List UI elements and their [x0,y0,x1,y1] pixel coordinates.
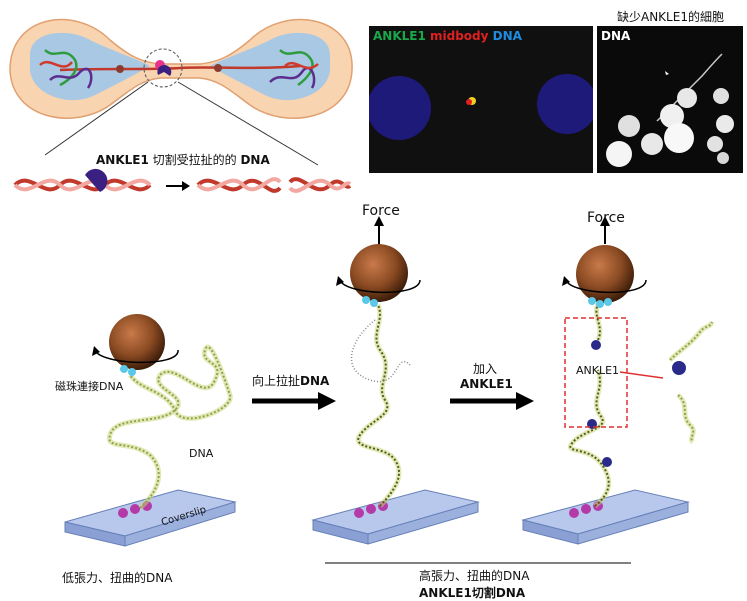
micrograph-panel-1: ANKLE1 midbody DNA [367,26,597,173]
ankle1-dot [602,457,612,467]
magnetic-bead-left [109,314,165,370]
micrograph-1-image [367,74,597,140]
arrow1-label-b: DNA [300,374,330,388]
rotation-arrow-left [94,349,179,364]
dna-strand-right-lower [569,369,610,507]
magnetic-bead-mid [350,244,408,302]
nucleus-left [30,32,150,101]
legend-dna: DNA [488,29,522,43]
arrow-pull-up [252,392,336,410]
chromosome-left-green [44,49,78,87]
micrograph-2-title: 缺少ANKLE1的細胞 [617,10,724,24]
arrow2-label-b: ANKLE1 [460,377,513,391]
rotation-arrow-right [565,279,647,294]
rotation-arrow-mid [339,279,421,294]
chromosome-right-purple [269,66,316,89]
force-label-right: Force [587,210,625,226]
magnetic-tweezers-illustration [64,216,715,564]
micrograph-1-legend: ANKLE1 midbody DNA [373,29,522,43]
cleave-caption-middle: 切割受拉扯的的 [148,153,241,167]
force-label-mid: Force [362,203,400,219]
chromosome-left-red [39,60,73,68]
dna-helix-cut-left [196,177,282,193]
micrograph-2-image [606,53,734,167]
chromosome-right-red [284,61,319,70]
chromatin-bridge [59,64,301,72]
dna-label: DNA [189,447,214,460]
panel-low-tension [64,314,237,547]
micrograph-panel-2: DNA [597,26,743,173]
arrow1-label: 向上拉扯DNA [252,372,329,389]
panel-high-tension [311,216,480,545]
dna-helix-cut-right [288,177,352,193]
cleave-arrow [166,181,190,191]
legend-midbody: midbody [425,29,489,43]
midbody-marker [214,64,222,72]
ankle1-enzyme-icon [85,168,108,192]
micrograph-2-label: DNA [601,29,631,43]
dividing-cell-illustration [9,18,353,193]
cleave-caption: ANKLE1 切割受拉扯的的 DNA [96,151,270,168]
caption-cleavage: ANKLE1切割DNA [419,586,526,600]
dna-helix-intact [13,178,152,192]
cleave-caption-dna: DNA [240,153,270,167]
arrow2-label-a: 加入 [473,362,498,376]
caption-low-tension: 低張力、扭曲的DNA [62,571,173,585]
midbody-marker [116,65,124,73]
panel-cleavage [521,216,715,545]
chromosome-right-green [279,49,314,87]
arrow1-label-a: 向上拉扯 [252,374,301,388]
legend-ankle1: ANKLE1 [373,29,426,43]
cleaved-dna-inset [668,320,715,444]
chromosome-left-purple [49,67,93,89]
arrow-add-ankle1 [450,392,534,410]
ankle1-dot [591,340,601,350]
zoom-circle [143,48,183,88]
magnetic-bead-right [576,245,634,303]
cleave-caption-ankle1: ANKLE1 [96,153,149,167]
ankle1-label: ANKLE1 [576,364,620,377]
caption-high-tension: 高張力、扭曲的DNA [419,569,530,583]
bead-label: 磁珠連接DNA [55,380,124,393]
